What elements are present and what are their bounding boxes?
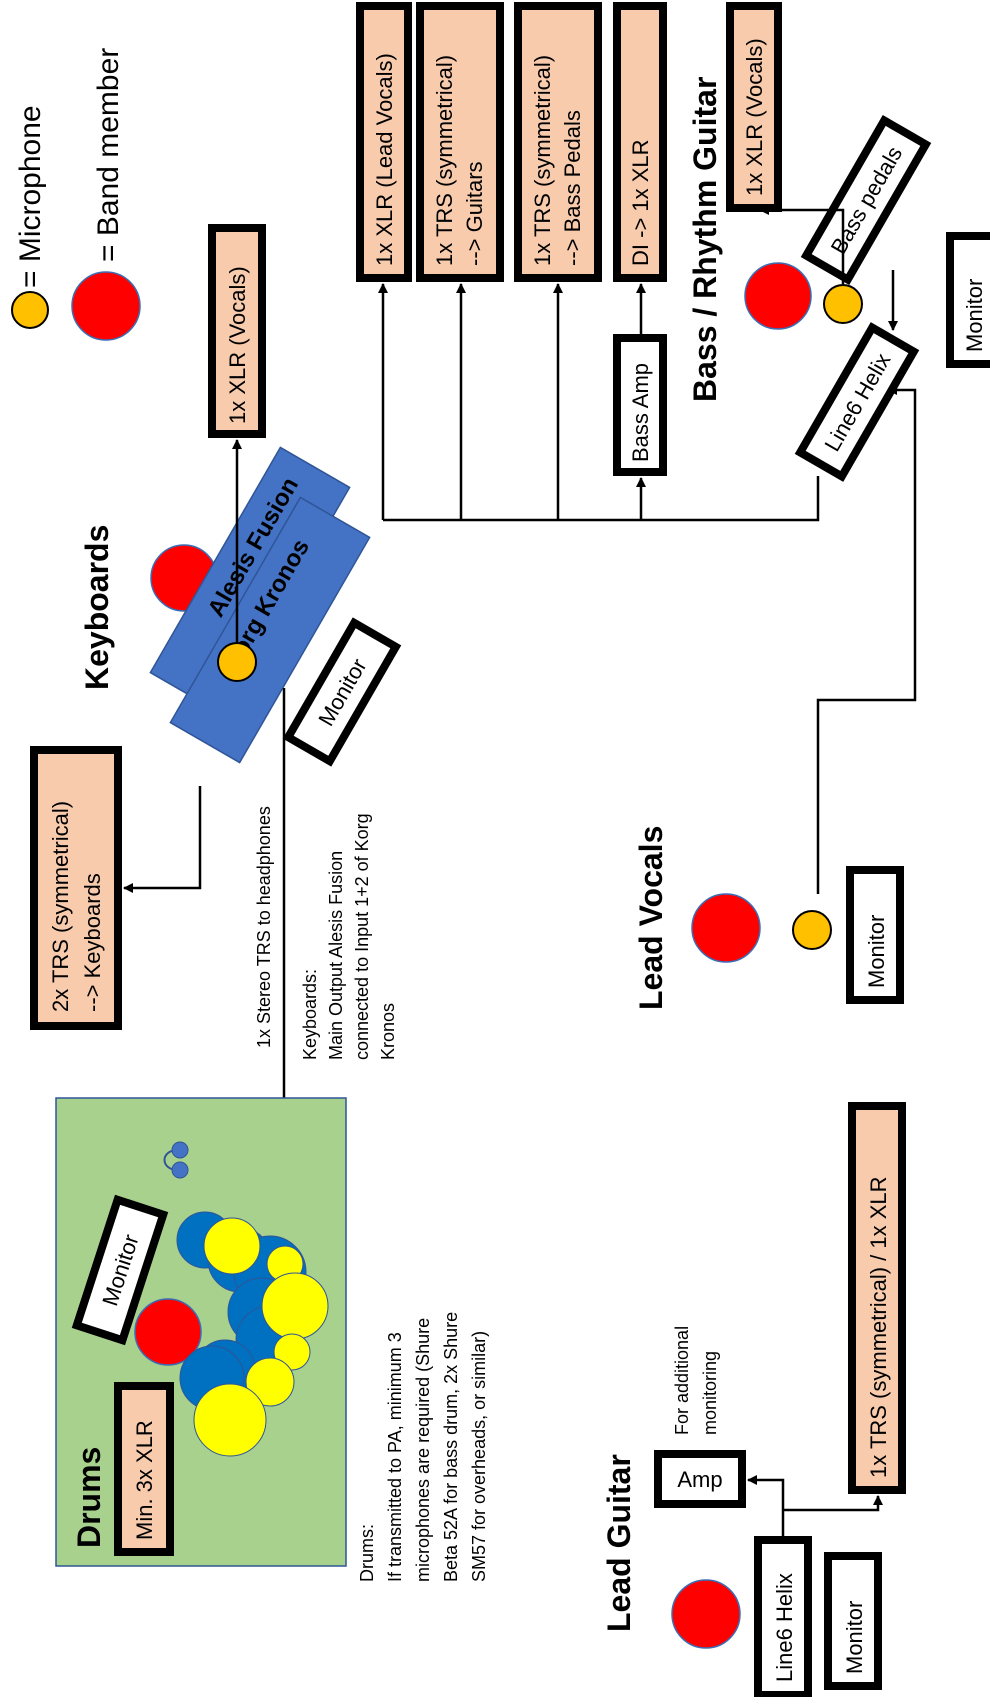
svg-text:2x TRS (symmetrical): 2x TRS (symmetrical) [48,801,73,1012]
svg-text:1x TRS (symmetrical) / 1x XLR: 1x TRS (symmetrical) / 1x XLR [866,1176,891,1478]
input-lead-guitar-out: 1x TRS (symmetrical) / 1x XLR [848,1102,906,1494]
svg-text:Monitor: Monitor [962,279,987,352]
input-xlr-lead-vocals: 1x XLR (Lead Vocals) [356,2,412,282]
microphone-lead-vocals [792,910,832,950]
svg-text:1x XLR (Lead Vocals): 1x XLR (Lead Vocals) [372,53,397,266]
monitor-lead-vocals: Monitor [846,866,904,1004]
note-headphones: 1x Stereo TRS to headphones [254,806,274,1048]
svg-text:--> Guitars: --> Guitars [462,161,487,266]
position-lead-guitar: Lead Guitar [601,1454,637,1632]
svg-text:monitoring: monitoring [700,1351,720,1435]
drum-kit [176,1211,329,1457]
device-bass-amp: Bass Amp [613,334,667,476]
headphones-icon [163,1141,189,1179]
position-bass-rhythm-guitar: Bass / Rhythm Guitar [687,77,723,402]
band-member-lead-vocals [691,893,761,963]
drums-area: Drums Min. 3x XLR Monitor [55,1097,347,1567]
svg-text:connected to Input 1+2 of Korg: connected to Input 1+2 of Korg [352,813,372,1060]
input-di-xlr: DI -> 1x XLR [613,2,667,282]
legend-band-member-icon [71,271,141,341]
bass-wiring [378,205,917,894]
svg-text:Main Output Alesis Fusion: Main Output Alesis Fusion [326,851,346,1060]
svg-text:microphones are required (Shur: microphones are required (Shure [413,1318,433,1582]
svg-text:Bass Amp: Bass Amp [628,363,653,462]
position-keyboards: Keyboards [79,525,115,690]
note-keyboards: Keyboards: Main Output Alesis Fusion con… [300,813,398,1060]
note-drums: Drums: If transmitted to PA, minimum 3 m… [357,1312,489,1582]
svg-text:Monitor: Monitor [864,915,889,988]
position-drums: Drums [71,1447,107,1548]
svg-text:Line6 Helix: Line6 Helix [772,1573,797,1682]
svg-text:Beta 52A for bass drum, 2x Shu: Beta 52A for bass drum, 2x Shure [441,1312,461,1582]
legend-band-member-label: = Band member [92,48,125,262]
microphone-bass-vocals [823,284,863,324]
monitor-drums: Monitor [71,1194,169,1346]
legend: = Microphone = Band member [11,48,141,341]
keys-output-wire [123,786,202,893]
svg-text:Min. 3x XLR: Min. 3x XLR [132,1420,157,1540]
band-member-drums [134,1298,202,1366]
svg-text:Drums:: Drums: [357,1524,377,1582]
device-amp: Amp [654,1450,746,1508]
input-trs-bass-pedals: 1x TRS (symmetrical) --> Bass Pedals [514,2,602,282]
svg-text:SM57 for overheads, or similar: SM57 for overheads, or similar) [469,1331,489,1582]
note-lead-guitar: For additional monitoring [672,1326,720,1435]
legend-microphone-label: = Microphone [14,105,47,288]
input-drums-xlr: Min. 3x XLR [114,1382,174,1556]
band-member-lead-guitar [671,1579,741,1649]
svg-text:--> Bass Pedals: --> Bass Pedals [560,110,585,266]
svg-text:Keyboards:: Keyboards: [300,969,320,1060]
svg-text:--> Keyboards: --> Keyboards [80,873,105,1012]
input-xlr-vocals-bass: 1x XLR (Vocals) [726,2,782,212]
svg-text:Kronos: Kronos [378,1003,398,1060]
input-xlr-vocals-keys: 1x XLR (Vocals) [208,224,266,438]
svg-text:1x TRS (symmetrical): 1x TRS (symmetrical) [432,55,457,266]
device-line6-helix-bass: Line6 Helix [794,322,920,482]
input-trs-guitars: 1x TRS (symmetrical) --> Guitars [416,2,504,282]
monitor-bass: Monitor [946,232,990,368]
svg-text:For additional: For additional [672,1326,692,1435]
device-bass-pedals: Bass pedals [800,114,932,286]
microphone-keyboards [217,642,257,682]
position-lead-vocals: Lead Vocals [633,826,669,1010]
svg-text:1x XLR (Vocals): 1x XLR (Vocals) [225,266,250,424]
band-member-bass [744,262,812,330]
svg-text:1x XLR (Vocals): 1x XLR (Vocals) [742,38,767,196]
svg-text:1x TRS (symmetrical): 1x TRS (symmetrical) [530,55,555,266]
monitor-lead-guitar: Monitor [824,1552,882,1690]
svg-text:DI -> 1x XLR: DI -> 1x XLR [628,139,653,266]
device-line6-helix-lead: Line6 Helix [754,1536,812,1697]
legend-microphone-icon [11,291,49,329]
lead-guitar-wiring [747,1475,883,1540]
input-trs-keyboards: 2x TRS (symmetrical) --> Keyboards [30,746,122,1030]
svg-text:Amp: Amp [677,1467,722,1492]
svg-text:If transmitted to PA, minimum: If transmitted to PA, minimum 3 [385,1332,405,1582]
svg-text:Monitor: Monitor [842,1601,867,1674]
